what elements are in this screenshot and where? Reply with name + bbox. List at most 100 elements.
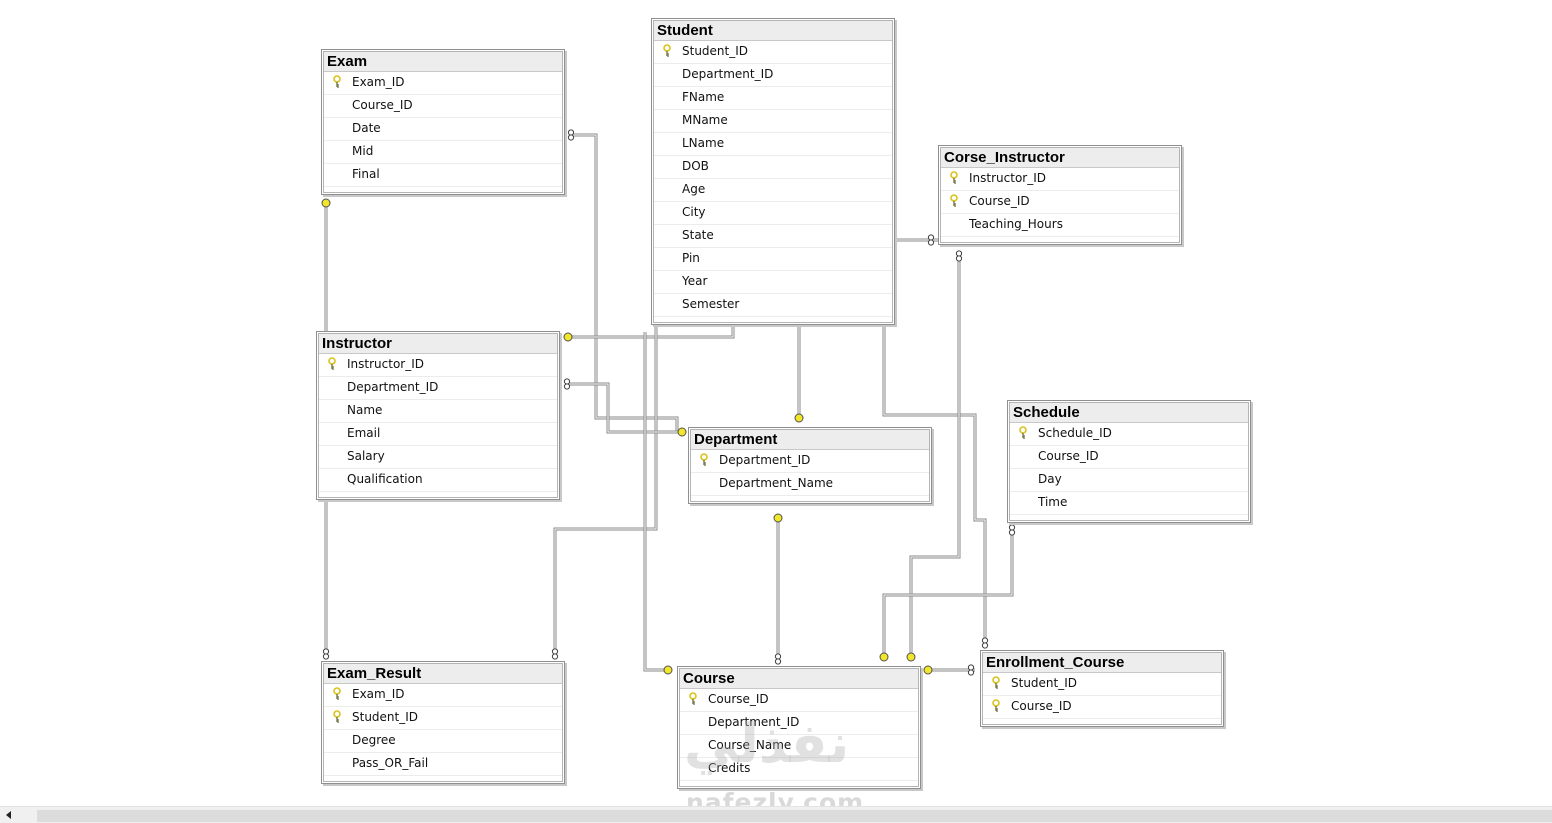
column-row[interactable]: Student_ID [983,673,1221,696]
column-row[interactable]: Time [1010,492,1248,515]
key-icon [700,453,708,466]
table-title: Course [680,669,918,689]
one-end-key-icon [773,513,783,523]
column-row[interactable]: Email [319,423,557,446]
table-title: Exam_Result [324,664,562,684]
relationship-line-core [644,332,671,671]
column-name: Department_ID [347,380,439,394]
column-row[interactable]: LName [654,133,892,156]
column-name: Exam_ID [352,75,405,89]
many-end-infinity-icon [563,378,571,390]
column-row[interactable]: Credits [680,758,918,781]
table-title: Department [691,430,929,450]
column-row[interactable]: Final [324,164,562,187]
column-row[interactable]: Department_ID [691,450,929,473]
column-row[interactable]: DOB [654,156,892,179]
one-end-key-icon [879,652,889,662]
column-row[interactable]: Mid [324,141,562,164]
column-row[interactable]: Degree [324,730,562,753]
column-name: Teaching_Hours [969,217,1063,231]
column-name: Qualification [347,472,423,486]
many-end-infinity-icon [774,653,782,665]
column-row[interactable]: Semester [654,294,892,317]
column-row[interactable]: Course_ID [1010,446,1248,469]
column-row[interactable]: Name [319,400,557,423]
column-row[interactable]: Date [324,118,562,141]
arrow-left-icon[interactable] [2,809,16,821]
key-icon [689,692,697,705]
column-name: FName [682,90,725,104]
column-row[interactable]: FName [654,87,892,110]
column-name: Department_ID [719,453,811,467]
column-name: DOB [682,159,709,173]
column-row[interactable]: City [654,202,892,225]
column-name: Email [347,426,381,440]
column-row[interactable]: Exam_ID [324,684,562,707]
column-row[interactable]: Pin [654,248,892,271]
column-row[interactable]: Instructor_ID [941,168,1179,191]
key-icon [328,357,336,370]
column-name: Exam_ID [352,687,405,701]
one-end-key-icon [321,198,331,208]
column-row[interactable]: Salary [319,446,557,469]
relationship-line[interactable] [882,530,1014,655]
column-row[interactable]: MName [654,110,892,133]
relationship-line-core [883,530,1013,655]
column-row[interactable]: Course_Name [680,735,918,758]
column-row[interactable]: Instructor_ID [319,354,557,377]
table-title: Corse_Instructor [941,148,1179,168]
column-row[interactable]: Exam_ID [324,72,562,95]
column-row[interactable]: Age [654,179,892,202]
column-name: Department_ID [682,67,774,81]
column-row[interactable]: Department_ID [319,377,557,400]
key-icon [663,44,671,57]
one-end-key-icon [663,665,673,675]
relationship-line-core [883,318,986,640]
column-row[interactable]: Department_Name [691,473,929,496]
column-row[interactable]: Schedule_ID [1010,423,1248,446]
column-name: Course_ID [1011,699,1072,713]
key-icon [950,194,958,207]
relationship-line-core [554,318,657,650]
column-row[interactable]: Day [1010,469,1248,492]
relationship-line[interactable] [553,318,658,650]
column-row[interactable]: Teaching_Hours [941,214,1179,237]
column-row[interactable]: Student_ID [324,707,562,730]
many-end-infinity-icon [322,648,330,660]
many-end-infinity-icon [955,250,963,262]
column-row[interactable]: Pass_OR_Fail [324,753,562,776]
column-row[interactable]: Course_ID [680,689,918,712]
column-row[interactable]: Department_ID [680,712,918,735]
column-row[interactable]: Course_ID [941,191,1179,214]
column-row[interactable]: State [654,225,892,248]
column-row[interactable]: Department_ID [654,64,892,87]
many-end-infinity-icon [927,234,935,246]
column-row[interactable]: Course_ID [324,95,562,118]
column-name: Instructor_ID [347,357,424,371]
relationship-line[interactable] [566,382,678,434]
column-row[interactable]: Year [654,271,892,294]
relationship-line[interactable] [643,332,671,672]
horizontal-scrollbar[interactable] [0,806,1552,823]
column-name: Mid [352,144,374,158]
table-title: Schedule [1010,403,1248,423]
column-row[interactable]: Course_ID [983,696,1221,719]
many-end-infinity-icon [967,664,975,676]
scrollbar-track[interactable] [18,808,1552,822]
scrollbar-thumb[interactable] [37,810,1552,822]
column-name: Credits [708,761,751,775]
column-name: Pin [682,251,700,265]
table-title: Student [654,21,892,41]
column-row[interactable]: Student_ID [654,41,892,64]
relationship-line-core [573,134,678,432]
column-row[interactable]: Qualification [319,469,557,492]
